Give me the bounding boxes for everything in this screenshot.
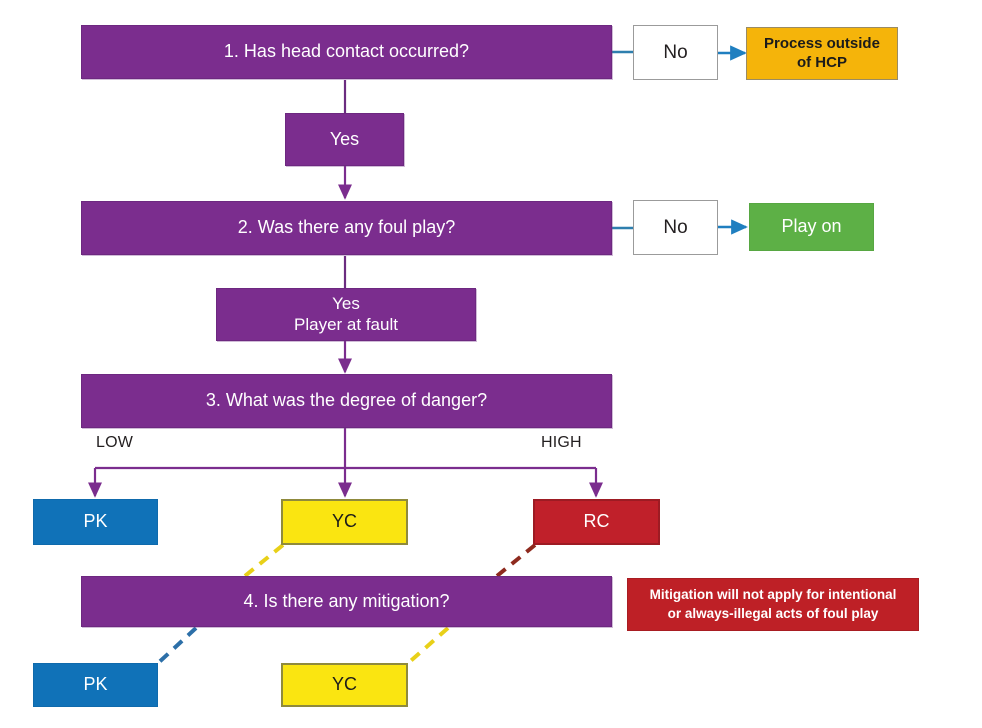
q2-no-branch-box[interactable]: No (633, 200, 718, 255)
branch-label-low: LOW (96, 434, 134, 451)
question-1-box[interactable]: 1. Has head contact occurred? (81, 25, 612, 79)
mitigation-note-box: Mitigation will not apply for intentiona… (627, 578, 919, 631)
final-yc-box[interactable]: YC (281, 663, 408, 707)
process-outside-hcp-box[interactable]: Process outside of HCP (746, 27, 898, 80)
wire-q4-to-final-pk (154, 626, 198, 667)
wire-yc-to-q4 (238, 543, 285, 582)
branch-label-high: HIGH (541, 434, 582, 451)
final-pk-box[interactable]: PK (33, 663, 158, 707)
q1-yes-branch-box[interactable]: Yes (285, 113, 404, 166)
question-2-box[interactable]: 2. Was there any foul play? (81, 201, 612, 255)
play-on-box[interactable]: Play on (749, 203, 874, 251)
sanction-rc-box[interactable]: RC (533, 499, 660, 545)
q1-no-branch-box[interactable]: No (633, 25, 718, 80)
wire-rc-to-q4 (490, 543, 537, 582)
sanction-yc-box[interactable]: YC (281, 499, 408, 545)
question-4-box[interactable]: 4. Is there any mitigation? (81, 576, 612, 627)
wire-q4-to-final-yc (404, 626, 450, 667)
q2-yes-player-at-fault-box[interactable]: Yes Player at fault (216, 288, 476, 341)
sanction-pk-box[interactable]: PK (33, 499, 158, 545)
question-3-box[interactable]: 3. What was the degree of danger? (81, 374, 612, 428)
